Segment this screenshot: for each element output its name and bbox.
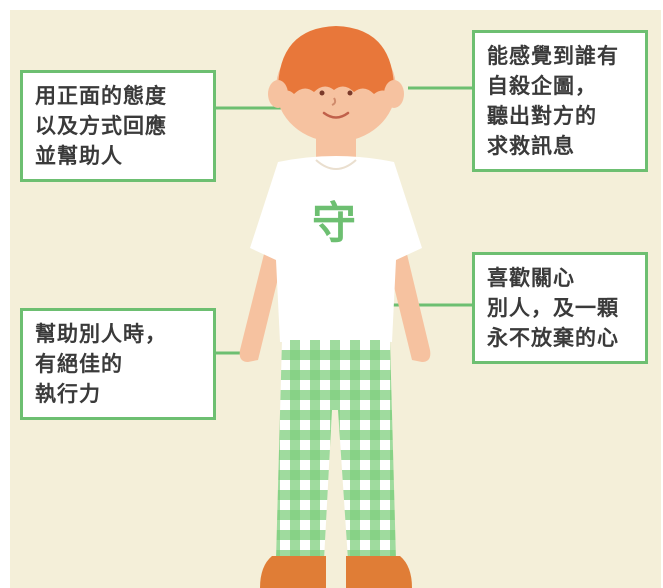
right-arm — [388, 250, 431, 362]
callout-attitude-line-1: 用正面的態度 — [35, 84, 167, 108]
callout-care-line-1: 喜歡關心 — [487, 266, 575, 290]
diagram-canvas: 守 用正面的態度 以及方式回應 並幫助人 能感覺到誰有 自殺企圖， 聽出對方的 … — [10, 10, 661, 588]
hair — [277, 26, 395, 96]
right-ear — [384, 80, 404, 108]
callout-attitude-line-2: 以及方式回應 — [35, 114, 167, 138]
callout-care: 喜歡關心 別人，及一顆 永不放棄的心 — [472, 252, 648, 364]
person-figure: 守 — [216, 26, 472, 588]
mouth — [322, 111, 350, 119]
collar — [315, 159, 357, 170]
callout-perceive-line-3: 聽出對方的 — [487, 104, 597, 128]
left-eye — [319, 90, 325, 96]
callout-care-line-2: 別人，及一顆 — [487, 296, 619, 320]
callout-care-line-3: 永不放棄的心 — [487, 326, 619, 350]
shirt-character: 守 — [312, 198, 356, 249]
callout-perceive-line-2: 自殺企圖， — [487, 74, 597, 98]
callout-attitude-line-3: 並幫助人 — [35, 144, 123, 168]
left-arm — [239, 250, 282, 362]
callout-perceive-line-1: 能感覺到誰有 — [487, 44, 619, 68]
callout-attitude: 用正面的態度 以及方式回應 並幫助人 — [20, 70, 216, 182]
callout-execution-line-2: 有絕佳的 — [35, 352, 123, 376]
left-shoe — [260, 556, 326, 588]
left-ear — [268, 80, 288, 108]
callout-perceive-line-4: 求救訊息 — [487, 134, 575, 158]
nose — [331, 97, 337, 106]
gingham-pants — [276, 340, 396, 560]
callout-execution: 幫助別人時， 有絕佳的 執行力 — [20, 308, 216, 420]
t-shirt — [250, 156, 422, 342]
callout-perceive: 能感覺到誰有 自殺企圖， 聽出對方的 求救訊息 — [472, 30, 648, 172]
right-eye — [347, 90, 353, 96]
callout-execution-line-1: 幫助別人時， — [35, 322, 167, 346]
right-shoe — [346, 556, 412, 588]
callout-execution-line-3: 執行力 — [35, 382, 101, 406]
